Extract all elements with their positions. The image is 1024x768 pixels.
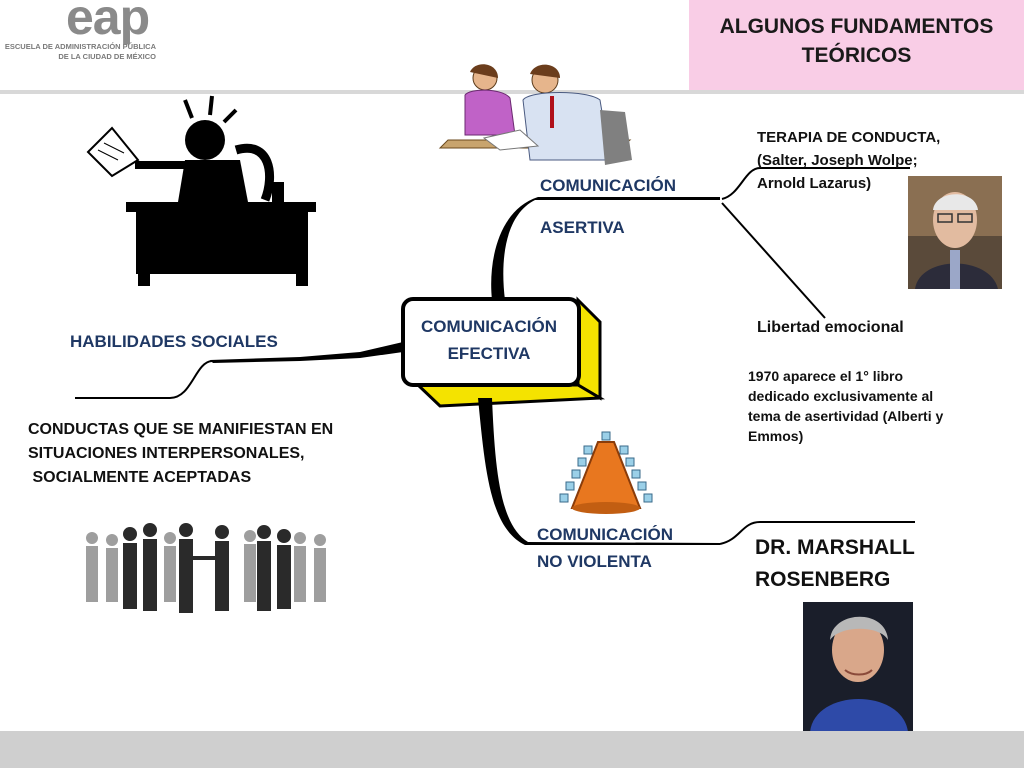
wolpe-portrait — [908, 176, 1002, 289]
rosenberg-author: DR. MARSHALL ROSENBERG — [755, 532, 915, 596]
branch-rosenberg — [719, 521, 915, 545]
conference-table-illustration — [559, 431, 653, 514]
header-rule — [0, 90, 1024, 94]
libro-line-4: Emmos) — [748, 428, 804, 444]
page-title: ALGUNOS FUNDAMENTOS TEÓRICOS — [689, 12, 1024, 70]
no-violenta-label-line-2: NO VIOLENTA — [537, 552, 652, 571]
center-node-line-1: COMUNICACIÓN — [421, 317, 557, 336]
branch-terapia — [721, 167, 910, 200]
branch-asertiva — [491, 197, 720, 300]
angry-man-desk-illustration — [86, 95, 316, 286]
terapia-line-2: (Salter, Joseph Wolpe; — [757, 152, 918, 169]
asertiva-label-line-1: COMUNICACIÓN — [540, 176, 676, 195]
two-people-working-illustration — [438, 64, 632, 165]
libertad-emocional-label: Libertad emocional — [757, 319, 904, 336]
author-line-1: DR. MARSHALL — [755, 536, 915, 559]
libro-note: 1970 aparece el 1° libro dedicado exclus… — [748, 366, 943, 446]
title-line-1: ALGUNOS FUNDAMENTOS — [719, 15, 994, 38]
asertiva-label-line-2: ASERTIVA — [540, 218, 625, 237]
logo-line-1: ESCUELA DE ADMINISTRACIÓN PÚBLICA — [4, 42, 156, 51]
logo-eap: eap — [66, 0, 150, 45]
logo-line-2: DE LA CIUDAD DE MÉXICO — [58, 52, 156, 61]
habilidades-desc-line-2: SITUACIONES INTERPERSONALES, — [28, 445, 305, 462]
no-violenta-label-line-1: COMUNICACIÓN — [537, 525, 673, 544]
libro-line-3: tema de asertividad (Alberti y — [748, 408, 944, 424]
rosenberg-portrait — [803, 602, 913, 732]
logo-subtitle: ESCUELA DE ADMINISTRACIÓN PÚBLICA DE LA … — [0, 42, 156, 62]
terapia-note: TERAPIA DE CONDUCTA, (Salter, Joseph Wol… — [757, 126, 940, 195]
habilidades-desc-line-3: SOCIALMENTE ACEPTADAS — [28, 469, 252, 486]
branch-libertad — [721, 202, 826, 319]
center-node-line-2: EFECTIVA — [447, 344, 531, 363]
branch-habilidades-desc — [75, 360, 213, 399]
center-node-box — [401, 296, 606, 408]
author-line-2: ROSENBERG — [755, 568, 891, 591]
title-line-2: TEÓRICOS — [801, 44, 912, 67]
center-node-label: COMUNICACIÓN EFECTIVA — [404, 313, 574, 367]
habilidades-desc-line-1: CONDUCTAS QUE SE MANIFIESTAN EN — [28, 421, 334, 438]
title-box: ALGUNOS FUNDAMENTOS TEÓRICOS — [689, 0, 1024, 90]
terapia-line-1: TERAPIA DE CONDUCTA, — [757, 129, 941, 146]
habilidades-description: CONDUCTAS QUE SE MANIFIESTAN EN SITUACIO… — [28, 418, 333, 490]
libro-line-2: dedicado exclusivamente al — [748, 388, 934, 404]
terapia-line-3: Arnold Lazarus) — [757, 175, 872, 192]
habilidades-label: HABILIDADES SOCIALES — [70, 332, 278, 351]
footer-bar — [0, 731, 1024, 768]
libro-line-1: 1970 aparece el 1° libro — [748, 368, 904, 384]
people-crowd-illustration — [86, 523, 326, 613]
branch-habilidades — [210, 342, 403, 363]
